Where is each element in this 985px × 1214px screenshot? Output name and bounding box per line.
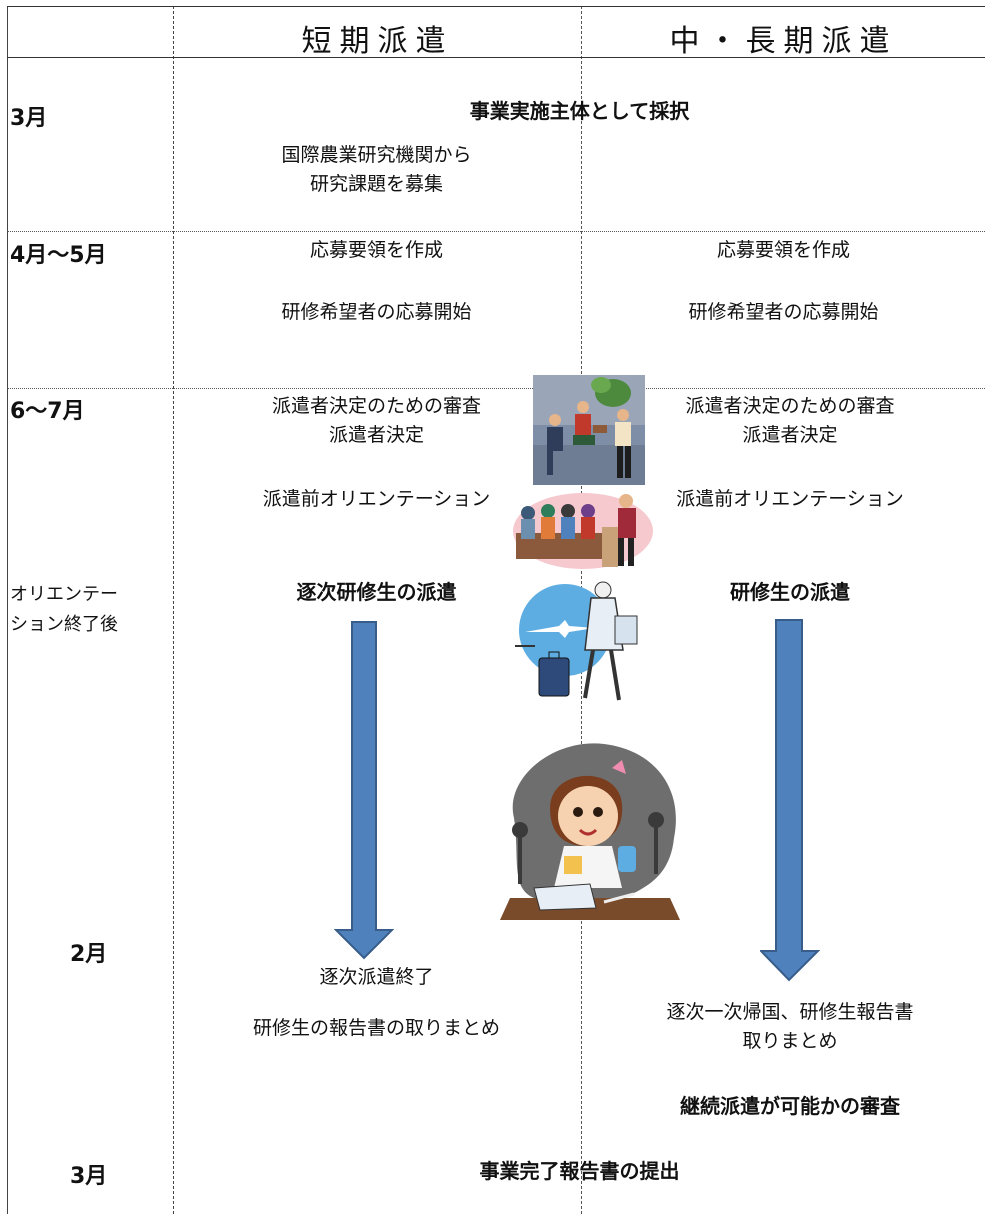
header-mid-long-term: 中・長期派遣 xyxy=(669,24,898,59)
meeting-clipart xyxy=(533,375,645,485)
short-term-arrow xyxy=(334,621,394,960)
short-end-text: 逐次派遣終了 xyxy=(319,966,434,988)
timeline-february: 2月 xyxy=(70,942,108,967)
final-report-text: 事業完了報告書の提出 xyxy=(479,1159,680,1183)
long-term-arrow-shape xyxy=(760,619,820,982)
row-divider-jun-jul xyxy=(7,388,985,389)
short-term-arrow-shape xyxy=(334,621,394,960)
adoption-text: 事業実施主体として採択 xyxy=(469,99,690,123)
header-short-term: 短期派遣 xyxy=(301,24,454,59)
long-guidelines-text: 応募要領を作成 xyxy=(716,239,850,261)
short-report-text: 研修生の報告書の取りまとめ xyxy=(252,1017,500,1039)
long-dispatch-text: 研修生の派遣 xyxy=(730,580,850,604)
long-review-text: 派遣者決定のための審査 派遣者決定 xyxy=(685,395,895,446)
header-bottom-border xyxy=(7,57,985,58)
long-apply-text: 研修希望者の応募開始 xyxy=(688,301,879,323)
timeline-after-orientation: オリエンテー ション終了後 xyxy=(10,584,118,635)
recruit-text: 国際農業研究機関から 研究課題を募集 xyxy=(281,144,472,195)
timeline-column-divider xyxy=(173,6,174,1214)
orientation-clipart xyxy=(513,493,653,569)
short-review-text: 派遣者決定のための審査 派遣者決定 xyxy=(271,395,481,446)
left-border xyxy=(7,6,8,1214)
short-dispatch-text: 逐次研修生の派遣 xyxy=(296,580,457,604)
traveler-clipart xyxy=(515,581,638,701)
long-continuation-review-text: 継続派遣が可能かの審査 xyxy=(680,1094,900,1118)
short-guidelines-text: 応募要領を作成 xyxy=(309,239,443,261)
timeline-march-end: 3月 xyxy=(70,1164,108,1189)
long-orientation-text: 派遣前オリエンテーション xyxy=(676,488,904,510)
long-return-text: 逐次一次帰国、研修生報告書 取りまとめ xyxy=(666,1001,914,1052)
timeline-jun-jul: 6〜7月 xyxy=(10,399,85,424)
short-orientation-text: 派遣前オリエンテーション xyxy=(262,488,491,510)
header-top-border xyxy=(7,6,985,7)
long-term-arrow xyxy=(760,619,820,982)
timeline-march-start: 3月 xyxy=(10,106,48,131)
student-clipart xyxy=(500,743,680,920)
timeline-apr-may: 4月〜5月 xyxy=(10,243,107,268)
row-divider-apr-may xyxy=(7,231,985,232)
short-apply-text: 研修希望者の応募開始 xyxy=(281,301,472,323)
